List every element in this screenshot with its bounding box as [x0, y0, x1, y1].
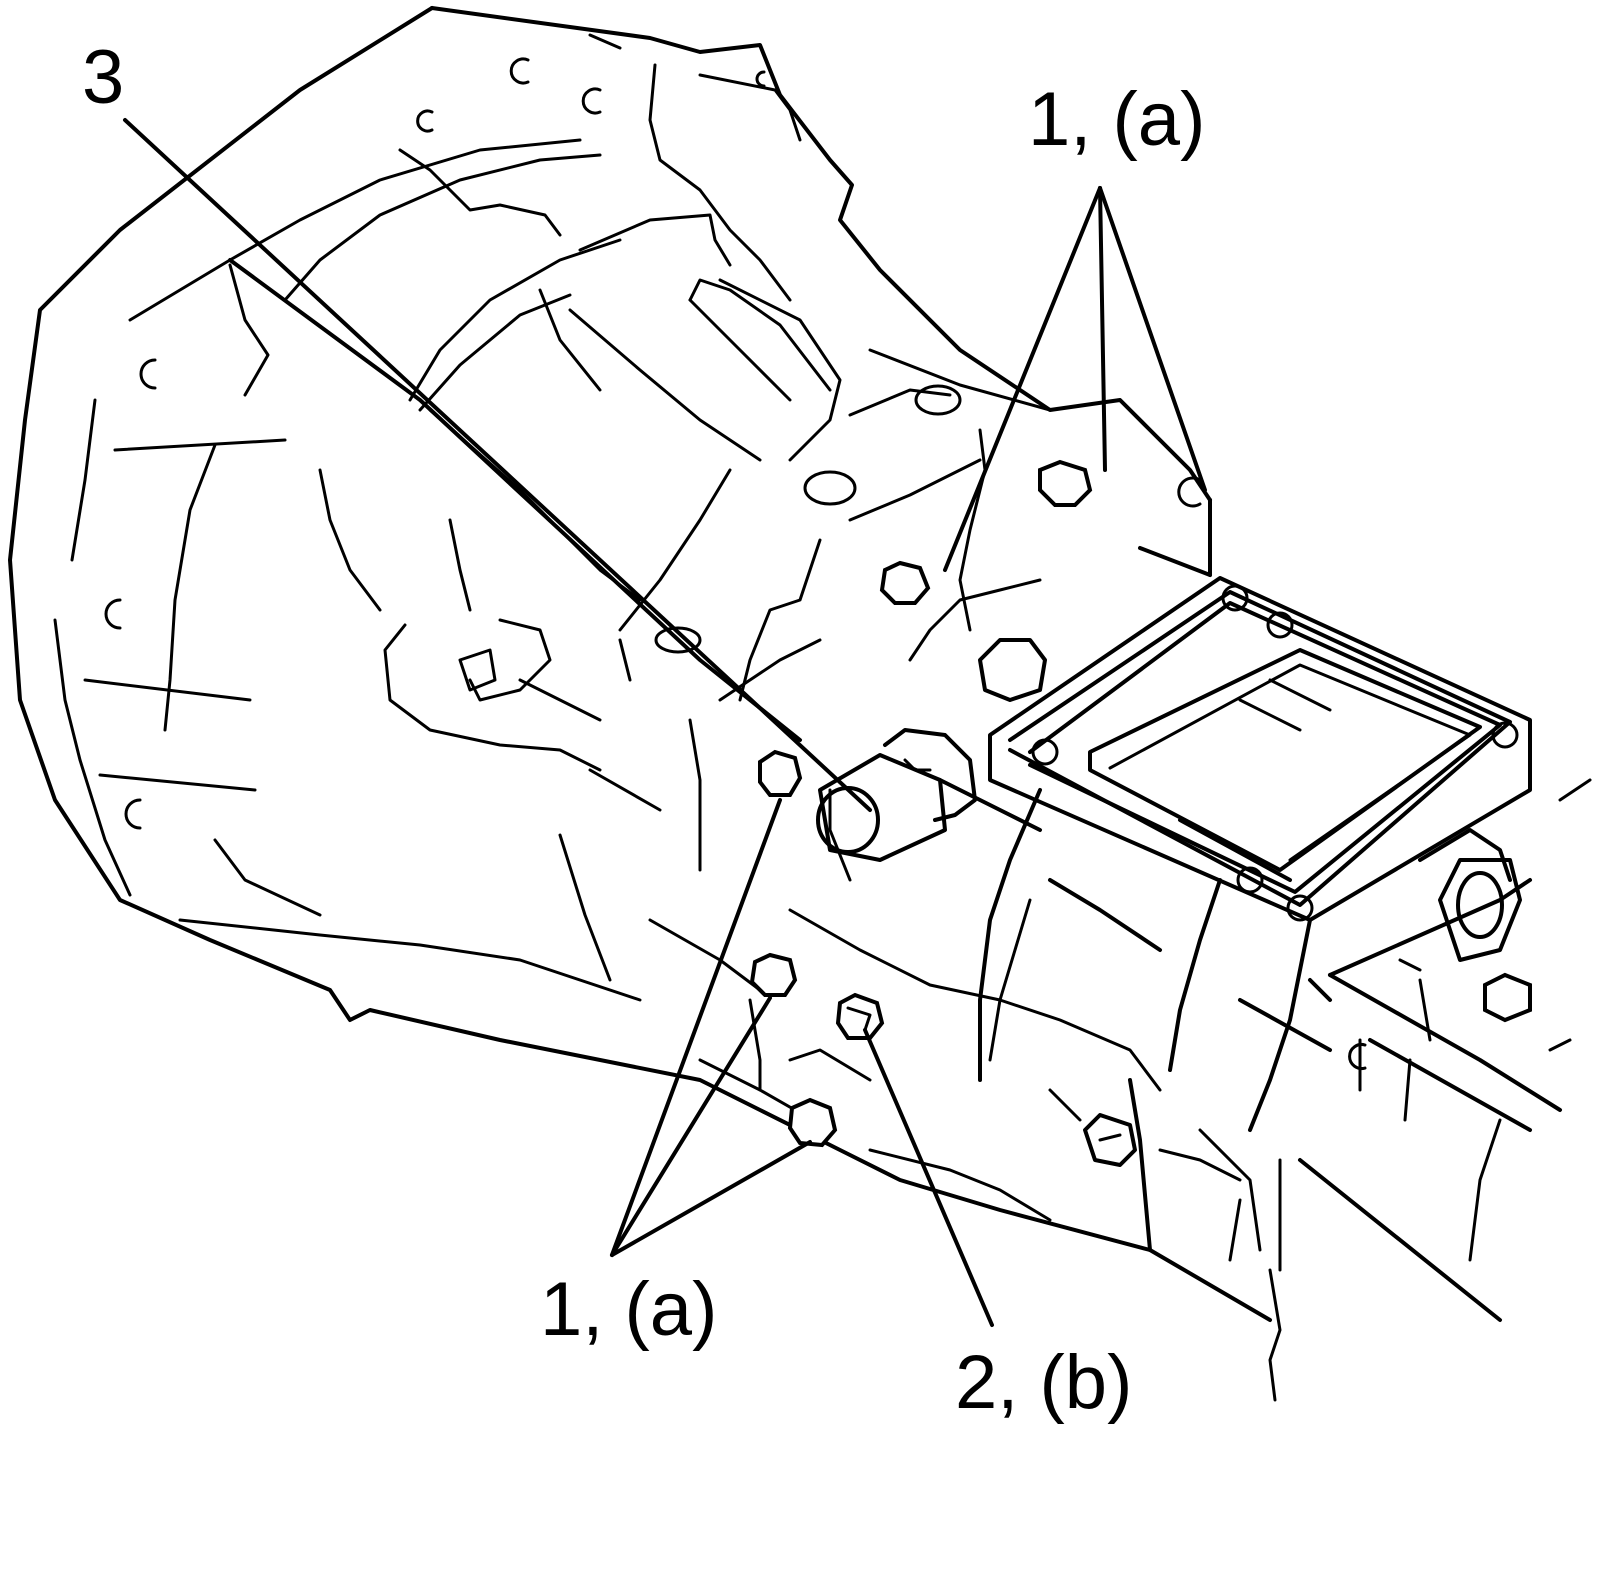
bell-housing — [8, 6, 1272, 1322]
leader-1a-bottom-3 — [610, 1140, 812, 1257]
mounting-ear — [1438, 858, 1522, 962]
leader-lines — [123, 118, 1207, 1327]
leader-1a-top-mid — [1098, 186, 1107, 472]
leader-1a-top-right — [1098, 186, 1207, 492]
leader-1a-bottom-2 — [610, 996, 772, 1257]
bolt-2 — [835, 992, 885, 1040]
callout-part-1a-bottom: 1, (a) — [540, 1267, 718, 1352]
callout-part-1a-top: 1, (a) — [1028, 77, 1206, 162]
leader-2b — [863, 1028, 994, 1327]
callout-part-2b: 2, (b) — [955, 1340, 1133, 1425]
housing-bosses — [104, 57, 1367, 1070]
speed-sensor — [816, 728, 977, 862]
bolts-1 — [749, 459, 1093, 1148]
plugs — [978, 638, 1137, 1167]
callout-part-3: 3 — [82, 35, 125, 120]
leader-3 — [123, 118, 872, 812]
housing-ridges — [228, 258, 1162, 1222]
ear-bolt — [1483, 972, 1532, 1023]
leader-1a-bottom-1 — [610, 798, 782, 1257]
cover-bolt-holes — [1031, 584, 1519, 922]
leader-1a-top-left — [943, 186, 1102, 572]
